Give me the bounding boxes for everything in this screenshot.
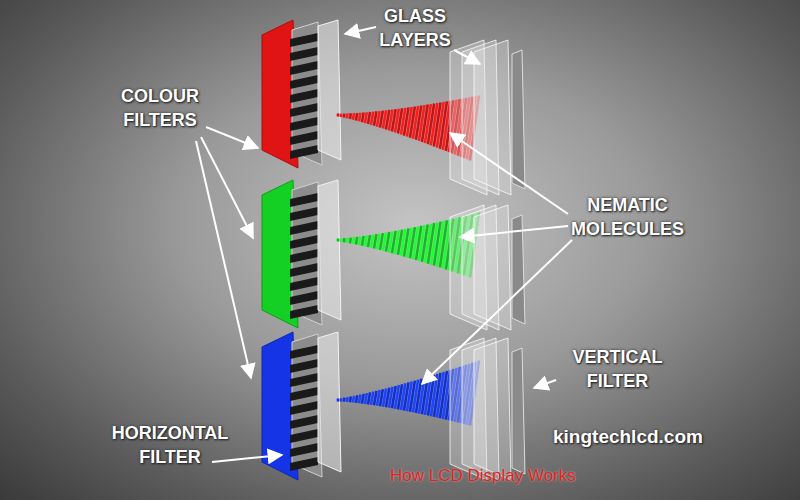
- nematic-molecule: [365, 236, 367, 247]
- nematic-molecule: [349, 238, 352, 244]
- nematic-molecule: [337, 399, 340, 402]
- nematic-molecule: [343, 238, 346, 242]
- polarizer-bar: [290, 131, 318, 145]
- nematic-molecule: [353, 237, 354, 244]
- nematic-molecule: [368, 392, 370, 404]
- leader-line: [450, 133, 568, 214]
- vertical-filter: [512, 50, 525, 189]
- nematic-molecule: [371, 112, 373, 125]
- glass-layer: [318, 180, 341, 320]
- nematic-molecule: [371, 235, 373, 248]
- polarizer-bar: [290, 415, 318, 429]
- nematic-molecule: [368, 112, 370, 124]
- polarizer-bar: [290, 429, 318, 443]
- nematic-molecule: [374, 111, 376, 125]
- polarizer-bar: [290, 193, 318, 207]
- polarizer-bar: [290, 117, 318, 131]
- watermark: kingtechlcd.com: [553, 424, 753, 450]
- vertical-filter: [512, 348, 525, 474]
- glass-layer: [474, 338, 511, 480]
- polarizer-bar: [290, 89, 318, 103]
- nematic-molecule: [353, 113, 354, 120]
- part-label: GLASS LAYERS: [365, 4, 465, 53]
- polarizer-bar: [290, 61, 318, 75]
- leader-line: [460, 226, 568, 237]
- nematic-molecule: [368, 235, 370, 247]
- nematic-molecule: [340, 398, 343, 401]
- leader-line: [206, 127, 258, 148]
- polarizer-bar: [290, 359, 318, 373]
- nematic-molecule: [356, 237, 357, 245]
- polarizer-bar: [290, 277, 318, 291]
- nematic-molecule: [346, 113, 349, 118]
- nematic-molecule: [356, 395, 357, 403]
- leader-line: [196, 141, 251, 378]
- nematic-molecule: [374, 391, 376, 405]
- polarizer-bar: [290, 145, 318, 159]
- glass-layer: [318, 20, 341, 160]
- nematic-molecule: [362, 236, 364, 246]
- nematic-molecule: [362, 112, 364, 122]
- glass-layer: [474, 205, 511, 330]
- nematic-molecule: [359, 113, 360, 122]
- nematic-molecule: [343, 114, 346, 118]
- caption: How LCD Display Works: [390, 466, 576, 486]
- polarizer-bar: [290, 305, 318, 319]
- nematic-molecule: [340, 114, 343, 117]
- pixel-row: [262, 332, 525, 480]
- nematic-molecule: [346, 238, 349, 243]
- leader-line: [212, 455, 282, 462]
- nematic-molecule: [346, 397, 349, 402]
- leader-line: [454, 50, 480, 64]
- pixel-row: [262, 180, 525, 330]
- nematic-molecule: [337, 239, 340, 242]
- polarizer-bar: [290, 443, 318, 457]
- polarizer-bar: [290, 401, 318, 415]
- polarizer-bar: [290, 249, 318, 263]
- nematic-molecule: [374, 234, 376, 248]
- leader-line: [422, 240, 572, 384]
- nematic-molecule: [359, 236, 360, 245]
- nematic-molecule: [356, 113, 357, 121]
- nematic-molecule: [365, 112, 367, 123]
- nematic-molecule: [343, 398, 346, 402]
- nematic-molecule: [349, 396, 352, 402]
- polarizer-bar: [290, 345, 318, 359]
- part-label: VERTICAL FILTER: [555, 345, 680, 394]
- polarizer-bar: [290, 103, 318, 117]
- nematic-molecule: [349, 113, 352, 119]
- polarizer-bar: [290, 221, 318, 235]
- part-label: HORIZONTAL FILTER: [90, 421, 250, 470]
- glass-layer: [318, 332, 341, 472]
- polarizer-bar: [290, 291, 318, 305]
- part-label: COLOUR FILTERS: [105, 84, 215, 133]
- polarizer-bar: [290, 235, 318, 249]
- nematic-molecule: [353, 396, 354, 403]
- leader-line: [534, 380, 556, 388]
- nematic-molecule: [340, 238, 343, 241]
- leader-line: [201, 137, 253, 238]
- nematic-molecule: [359, 395, 360, 404]
- nematic-molecule: [337, 114, 340, 117]
- polarizer-bar: [290, 263, 318, 277]
- part-label: NEMATIC MOLECULES: [560, 193, 695, 242]
- polarizer-bar: [290, 387, 318, 401]
- polarizer-bar: [290, 33, 318, 47]
- polarizer-bar: [290, 47, 318, 61]
- nematic-molecule: [371, 392, 373, 405]
- nematic-molecule: [365, 393, 367, 404]
- polarizer-bar: [290, 207, 318, 221]
- polarizer-bar: [290, 75, 318, 89]
- polarizer-bar: [290, 457, 318, 471]
- leader-line: [345, 27, 376, 34]
- nematic-molecule: [362, 394, 364, 404]
- polarizer-bar: [290, 373, 318, 387]
